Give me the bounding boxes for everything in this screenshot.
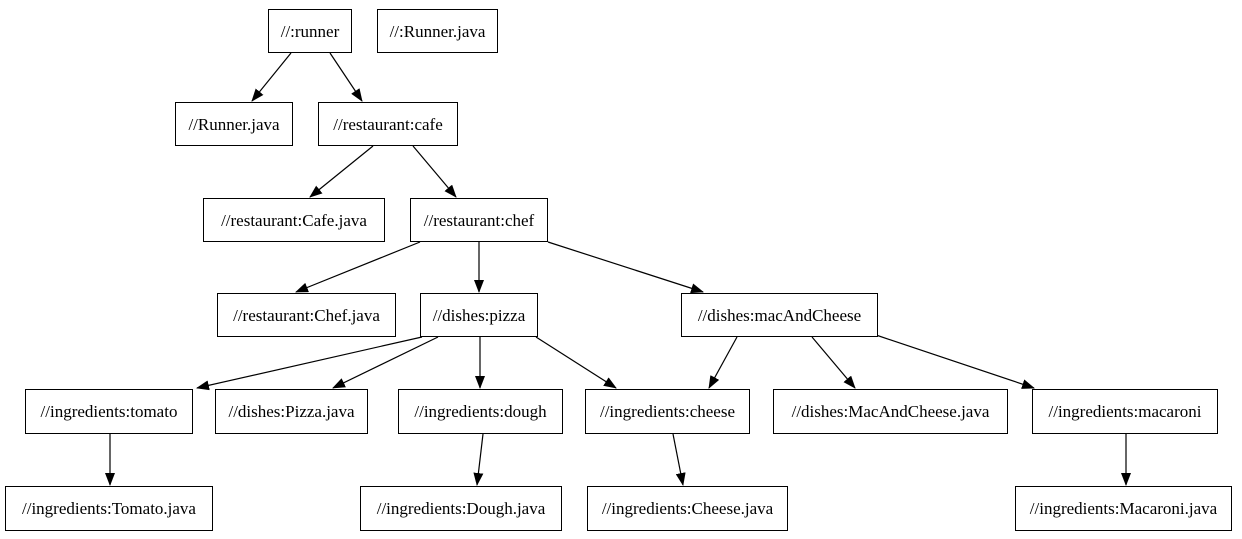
graph-node-macaroni: //ingredients:macaroni [1032,389,1218,434]
graph-node-dough-java: //ingredients:Dough.java [360,486,562,531]
graph-node-chef-java: //restaurant:Chef.java [217,293,396,337]
graph-node-cheese-java: //ingredients:Cheese.java [587,486,788,531]
graph-edge-pizza-to-tomato [196,336,423,391]
graph-node-runner-java-file: //:Runner.java [377,9,498,53]
graph-edge-mac-and-cheese-to-mac-and-cheese-java [811,336,856,389]
graph-edge-cafe-to-chef [412,145,457,198]
graph-node-cafe: //restaurant:cafe [318,102,458,146]
graph-node-runner: //:runner [268,9,352,53]
graph-node-chef: //restaurant:chef [410,198,548,242]
graph-node-macaroni-java: //ingredients:Macaroni.java [1015,486,1232,531]
graph-edge-pizza-to-cheese [535,336,617,389]
graph-edge-pizza-to-pizza-java [332,336,439,389]
graph-edge-cafe-to-cafe-java [309,145,374,198]
graph-edge-runner-to-cafe [329,52,363,102]
graph-edge-mac-and-cheese-to-cheese [708,336,738,389]
graph-node-tomato-java: //ingredients:Tomato.java [5,486,213,531]
graph-node-cafe-java: //restaurant:Cafe.java [203,198,385,242]
graph-node-tomato: //ingredients:tomato [25,389,193,434]
graph-node-cheese: //ingredients:cheese [585,389,750,434]
graph-node-mac-and-cheese: //dishes:macAndCheese [681,293,878,337]
graph-edge-chef-to-chef-java [295,241,421,293]
graph-edge-runner-to-runner-java [251,52,292,102]
graph-node-pizza: //dishes:pizza [420,293,538,337]
graph-node-dough: //ingredients:dough [398,389,563,434]
graph-edge-cheese-to-cheese-java [672,433,686,486]
graph-node-pizza-java: //dishes:Pizza.java [215,389,368,434]
graph-edge-dough-to-dough-java [473,433,484,486]
graph-node-mac-and-cheese-java: //dishes:MacAndCheese.java [773,389,1008,434]
graph-edge-mac-and-cheese-to-macaroni [875,334,1035,389]
graph-edge-chef-to-mac-and-cheese [547,241,704,294]
graph-node-runner-java: //Runner.java [175,102,293,146]
